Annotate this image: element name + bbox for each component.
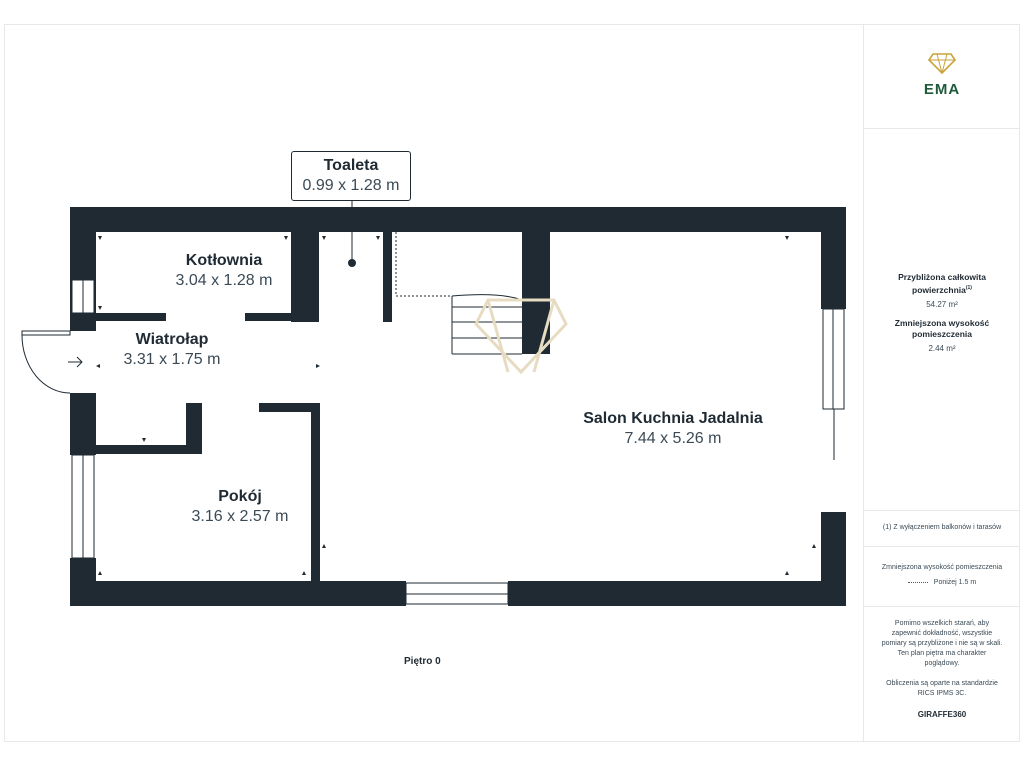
wall-kotlownia-bottom-left: [96, 313, 166, 321]
disclaimer-line-2: zapewnić dokładność, wszystkie: [891, 630, 993, 637]
total-area-label-1: Przybliżona całkowita: [898, 272, 986, 282]
disclaimer: Pomimo wszelkich starań, aby zapewnić do…: [864, 619, 1020, 699]
logo-text: EMA: [923, 81, 961, 98]
wall-bottom-right: [508, 581, 846, 606]
total-area-value: 54.27 m²: [926, 299, 958, 309]
stairs: [395, 232, 523, 355]
dotted-line-icon: [907, 581, 928, 583]
disclaimer-line-5: poglądowy.: [924, 660, 960, 667]
room-name-wiatrolap: Wiatrołap: [135, 331, 209, 348]
room-name-pokoj: Pokój: [218, 488, 262, 505]
room-name-kotlownia: Kotłownia: [185, 252, 263, 269]
dimension-ticks: [96, 236, 816, 575]
diamond-logo-icon: [927, 53, 957, 75]
wall-kotlownia-bottom-right: [245, 313, 319, 321]
legend-title: Zmniejszona wysokość pomieszczenia: [881, 564, 1003, 571]
room-dim-salon: 7.44 x 5.26 m: [624, 430, 722, 447]
room-dim-pokoj: 3.16 x 2.57 m: [191, 508, 289, 525]
brand-giraffe360: GIRAFFE360: [917, 710, 967, 719]
room-label-wiatrolap: Wiatrołap 3.31 x 1.75 m: [112, 331, 232, 369]
room-name-toaleta: Toaleta: [323, 157, 379, 174]
disclaimer-line-1: Pomimo wszelkich starań, aby: [894, 620, 990, 627]
floor-label: Piętro 0: [404, 656, 441, 667]
wall-left-middle: [70, 393, 96, 455]
room-name-salon: Salon Kuchnia Jadalnia: [583, 410, 763, 427]
reduced-height-value: 2.44 m²: [928, 343, 956, 353]
wall-pokoj-top-left: [96, 445, 194, 454]
wall-toilet-right: [383, 232, 392, 322]
info-sidebar: EMA Przybliżona całkowita powierzchnia(1…: [863, 24, 1020, 742]
total-area-label-2: powierzchnia: [912, 284, 966, 295]
toilet-marker: [348, 259, 356, 267]
room-label-kotlownia: Kotłownia 3.04 x 1.28 m: [164, 252, 284, 290]
floor-plan: [21, 201, 846, 606]
room-dim-toaleta: 0.99 x 1.28 m: [302, 177, 400, 194]
wall-top: [70, 207, 846, 232]
wall-pillar: [522, 232, 550, 354]
disclaimer-line-4: Ten plan piętra ma charakter: [897, 650, 987, 657]
page-frame: [4, 24, 1020, 742]
wall-pokoj-right: [311, 403, 320, 581]
footnote: (1) Z wyłączeniem balkonów i tarasów: [882, 524, 1002, 531]
wall-right-upper: [821, 207, 846, 309]
wall-pokoj-top-right: [259, 403, 320, 412]
room-label-salon: Salon Kuchnia Jadalnia 7.44 x 5.26 m: [560, 410, 786, 448]
wall-right-lower: [821, 512, 846, 606]
standard-line-1: Obliczenia są oparte na standardzie: [886, 680, 998, 687]
wall-bottom-left: [70, 581, 406, 606]
total-area-block: Przybliżona całkowita powierzchnia(1) 54…: [864, 272, 1020, 354]
company-logo: EMA: [864, 52, 1020, 102]
standard-line-2: RICS IPMS 3C.: [917, 690, 967, 697]
entrance-door: [21, 330, 83, 394]
total-area-sup: (1): [965, 285, 972, 291]
legend-block: Zmniejszona wysokość pomieszczenia Poniż…: [864, 562, 1020, 588]
room-dim-wiatrolap: 3.31 x 1.75 m: [123, 351, 221, 368]
room-dim-kotlownia: 3.04 x 1.28 m: [175, 272, 273, 289]
wall-pokoj-stub: [186, 403, 202, 454]
wall-kotlownia-right: [291, 232, 319, 322]
reduced-height-label: Zmniejszona wysokość pomieszczenia: [894, 317, 990, 339]
room-label-pokoj: Pokój 3.16 x 2.57 m: [180, 488, 300, 526]
disclaimer-line-3: pomiary są przybliżone i nie są w skali.: [881, 640, 1003, 647]
legend-value: Poniżej 1.5 m: [933, 579, 977, 586]
room-label-toaleta: Toaleta 0.99 x 1.28 m: [291, 151, 411, 201]
watermark-logo: [474, 298, 568, 375]
